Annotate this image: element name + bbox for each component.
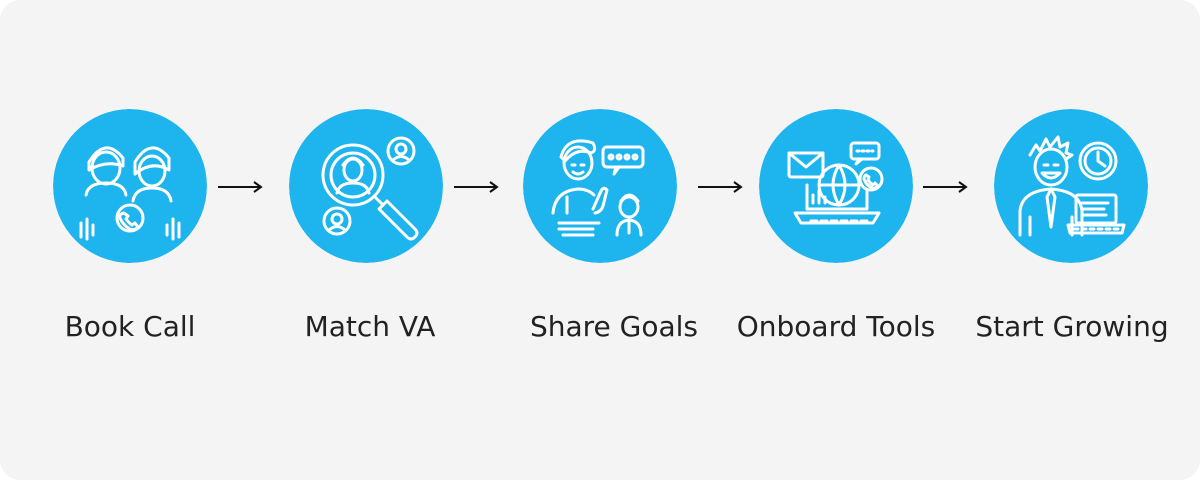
step-label-onboard-tools: Onboard Tools bbox=[736, 310, 936, 343]
flow-arrow-3 bbox=[696, 179, 744, 195]
people-phone-icon bbox=[53, 109, 207, 263]
magnifier-people-icon bbox=[289, 109, 443, 263]
people-chat-icon bbox=[523, 109, 677, 263]
step-label-book-call: Book Call bbox=[64, 310, 196, 343]
step-label-match-va: Match VA bbox=[304, 310, 436, 343]
flow-arrow-4 bbox=[921, 179, 969, 195]
laptop-globe-icon bbox=[759, 109, 913, 263]
flow-arrow-1 bbox=[216, 179, 264, 195]
person-laptop-clock-icon bbox=[994, 109, 1148, 263]
flow-arrow-2 bbox=[452, 179, 500, 195]
step-label-start-growing: Start Growing bbox=[975, 310, 1169, 343]
step-label-share-goals: Share Goals bbox=[529, 310, 699, 343]
